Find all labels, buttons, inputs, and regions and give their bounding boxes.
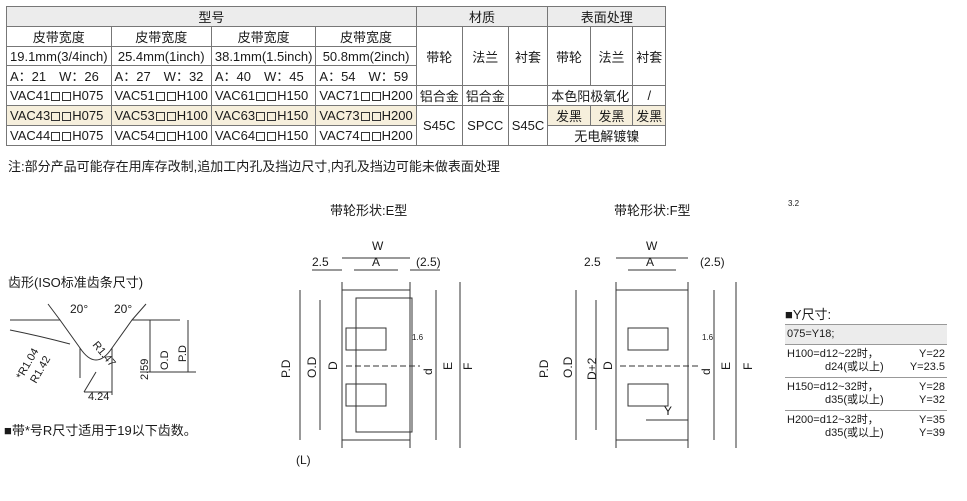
y-table-title: ■Y尺寸: <box>785 307 832 322</box>
svg-text:E: E <box>441 362 455 370</box>
surface-black: 发黑 <box>547 105 591 126</box>
dim-value: A：40 W：45 <box>210 65 317 86</box>
surface-nickel: 无电解镀镍 <box>547 125 667 146</box>
svg-text:d: d <box>699 368 713 375</box>
svg-text:W: W <box>646 239 658 253</box>
svg-text:3.2: 3.2 <box>788 199 800 208</box>
angle-label: 20° <box>70 302 88 316</box>
tooth-footnote: ■带*号R尺寸适用于19以下齿数。 <box>4 423 197 438</box>
angle-label: 20° <box>114 302 132 316</box>
material-s45c: S45C <box>415 105 463 146</box>
width-value: 25.4mm(1inch) <box>110 46 212 66</box>
svg-text:P.D: P.D <box>537 359 551 378</box>
svg-text:F: F <box>741 363 755 370</box>
sub-header: 带轮 <box>547 26 591 86</box>
sub-header: 法兰 <box>589 26 634 86</box>
belt-width-label: 皮带宽度 <box>315 26 417 47</box>
shape-e-title: 带轮形状:E型 <box>330 203 408 218</box>
sub-header: 衬套 <box>507 26 549 86</box>
svg-text:D+2: D+2 <box>585 357 599 380</box>
dim-label: 4.24 <box>88 391 109 403</box>
svg-text:W: W <box>372 239 384 253</box>
svg-text:D: D <box>601 361 615 370</box>
width-value: 38.1mm(1.5inch) <box>210 46 317 66</box>
material-alloy: 铝合金 <box>415 85 463 106</box>
model-header: 型号 <box>6 6 417 27</box>
svg-text:Y: Y <box>664 404 672 418</box>
belt-width-label: 皮带宽度 <box>210 26 317 47</box>
svg-text:F: F <box>461 363 475 370</box>
svg-text:2.5: 2.5 <box>312 255 329 269</box>
svg-text:(2.5): (2.5) <box>416 255 441 269</box>
width-value: 19.1mm(3/4inch) <box>6 46 112 66</box>
y-dimension-table: ■Y尺寸: 075=Y18; H100=d12~22时，Y=22 d24(或以上… <box>785 308 947 443</box>
svg-text:O.D: O.D <box>305 356 319 378</box>
radius-label: *R1.04 <box>14 346 41 381</box>
svg-text:(L): (L) <box>296 453 311 467</box>
belt-width-label: 皮带宽度 <box>6 26 112 47</box>
radius-label: R1.47 <box>90 339 118 369</box>
svg-text:O.D: O.D <box>561 356 575 378</box>
dim-label: 2.59 <box>139 359 151 380</box>
spec-table: 型号 材质 表面处理 皮带宽度 皮带宽度 皮带宽度 皮带宽度 带轮 法兰 衬套 … <box>6 6 667 146</box>
dim-value: A：21 W：26 <box>6 65 112 86</box>
dim-label: P.D <box>177 345 189 362</box>
surface-header: 表面处理 <box>547 6 667 27</box>
surface-none: / <box>632 85 667 106</box>
dim-value: A：27 W：32 <box>110 65 212 86</box>
svg-text:1.6: 1.6 <box>702 333 714 342</box>
material-s45c: S45C <box>507 105 549 146</box>
svg-text:E: E <box>719 362 733 370</box>
shape-f-title: 带轮形状:F型 <box>614 203 691 218</box>
surface-black: 发黑 <box>632 105 667 126</box>
sub-header: 法兰 <box>461 26 509 86</box>
svg-text:A: A <box>372 255 380 269</box>
tooth-title: 齿形(ISO标准齿条尺寸) <box>8 275 144 290</box>
dim-value: A：54 W：59 <box>315 65 417 86</box>
surface-black: 发黑 <box>589 105 634 126</box>
svg-text:(2.5): (2.5) <box>700 255 725 269</box>
table-note: 注:部分产品可能存在用库存改制,追加工内孔及挡边尺寸,内孔及挡边可能未做表面处理 <box>8 159 500 174</box>
svg-text:D: D <box>326 361 340 370</box>
svg-text:A: A <box>646 255 654 269</box>
svg-text:2.5: 2.5 <box>584 255 601 269</box>
material-spcc: SPCC <box>461 105 509 146</box>
svg-text:d: d <box>421 368 435 375</box>
svg-text:1.6: 1.6 <box>412 333 424 342</box>
sub-header: 带轮 <box>415 26 463 86</box>
dim-label: O.D <box>159 350 171 370</box>
svg-text:P.D: P.D <box>279 359 293 378</box>
material-header: 材质 <box>415 6 549 27</box>
surface-anodize: 本色阳极氧化 <box>547 85 634 106</box>
radius-label: R1.42 <box>28 354 53 385</box>
belt-width-label: 皮带宽度 <box>110 26 212 47</box>
material-alloy: 铝合金 <box>461 85 509 106</box>
width-value: 50.8mm(2inch) <box>315 46 417 66</box>
sub-header: 衬套 <box>632 26 667 86</box>
